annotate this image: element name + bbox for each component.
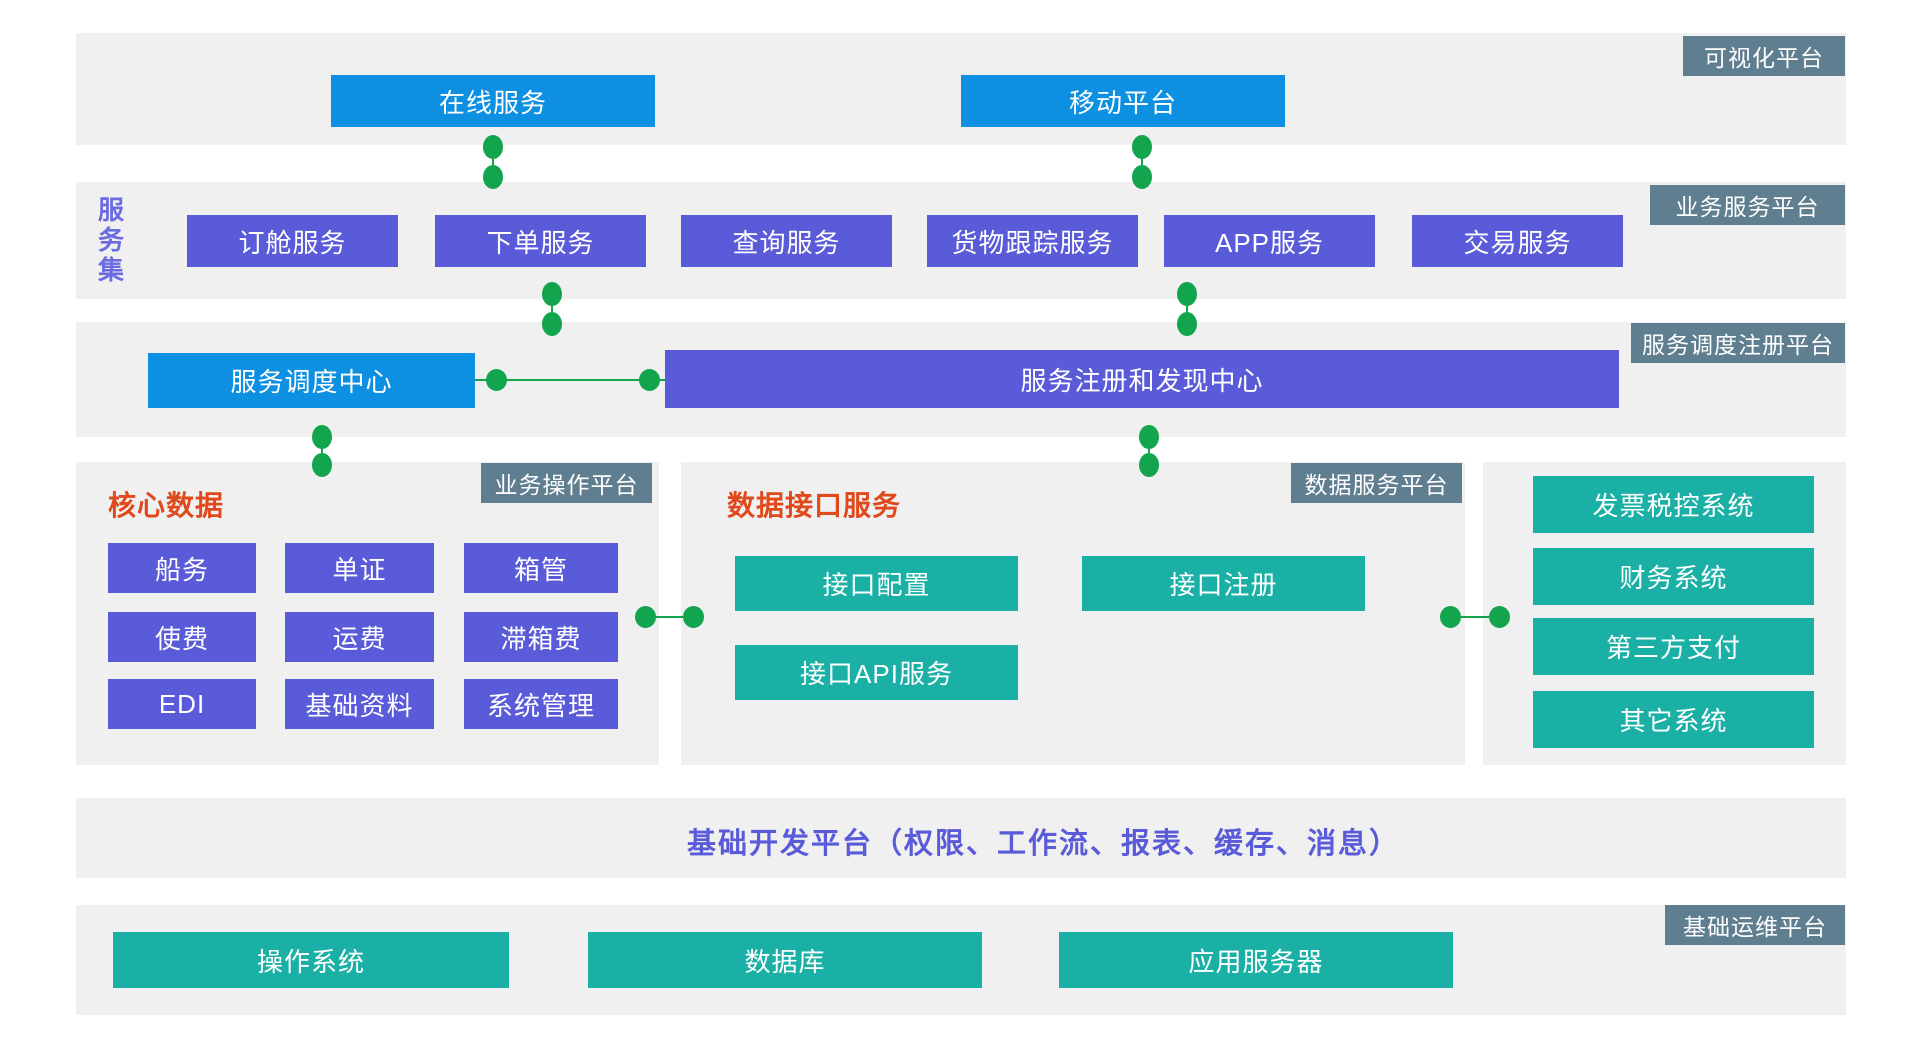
node-trade-service: 交易服务 xyxy=(1412,215,1623,267)
node-order-service: 下单服务 xyxy=(435,215,646,267)
node-container-mgmt: 箱管 xyxy=(464,543,618,593)
connector-dot xyxy=(1489,606,1510,628)
dev-platform-label: 基础开发平台（权限、工作流、报表、缓存、消息） xyxy=(687,828,1401,860)
connector-line xyxy=(1186,294,1188,324)
tag-label: 数据服务平台 xyxy=(1304,472,1449,498)
node-app-server: 应用服务器 xyxy=(1059,932,1453,988)
node-interface-api-service: 接口API服务 xyxy=(735,645,1018,700)
node-query-service: 查询服务 xyxy=(681,215,892,267)
connector-dot xyxy=(483,165,503,189)
band-visualization: 可视化平台 在线服务 移动平台 xyxy=(76,33,1846,145)
node-booking-service: 订舱服务 xyxy=(187,215,398,267)
connector-dot xyxy=(542,282,562,306)
connector-line xyxy=(492,147,494,177)
node-interface-config: 接口配置 xyxy=(735,556,1018,611)
connector-dot xyxy=(483,135,503,159)
node-port-charges: 使费 xyxy=(108,612,256,662)
tag-dispatch-registry-platform: 服务调度注册平台 xyxy=(1631,323,1845,363)
tag-label: 服务调度注册平台 xyxy=(1642,332,1834,358)
connector-line xyxy=(551,294,553,324)
connector-dot xyxy=(635,606,656,628)
band-business-services: 业务服务平台 服务集 订舱服务 下单服务 查询服务 货物跟踪服务 APP服务 交… xyxy=(76,182,1846,299)
data-interface-title: 数据接口服务 xyxy=(727,490,902,521)
band-dev-platform: 基础开发平台（权限、工作流、报表、缓存、消息） xyxy=(76,798,1846,878)
connector-dot xyxy=(639,369,660,391)
connector-dot xyxy=(1139,425,1159,449)
node-other-systems: 其它系统 xyxy=(1533,691,1814,748)
tag-business-service-platform: 业务服务平台 xyxy=(1650,185,1845,225)
panel-data-interface: 数据服务平台 数据接口服务 接口配置 接口注册 接口API服务 xyxy=(681,462,1465,765)
tag-label: 业务操作平台 xyxy=(494,472,639,498)
connector-dot xyxy=(1440,606,1461,628)
tag-label: 可视化平台 xyxy=(1704,45,1824,71)
connector-line xyxy=(1141,147,1143,177)
panel-external-systems: 发票税控系统 财务系统 第三方支付 其它系统 xyxy=(1483,462,1846,765)
connector-line xyxy=(1148,437,1150,465)
node-online-service: 在线服务 xyxy=(331,75,655,127)
service-set-label: 服务集 xyxy=(97,195,124,285)
tag-ops-platform: 基础运维平台 xyxy=(1665,905,1845,945)
core-data-title: 核心数据 xyxy=(108,490,225,521)
tag-label: 业务服务平台 xyxy=(1675,194,1820,220)
node-documents: 单证 xyxy=(285,543,434,593)
connector-line xyxy=(1450,616,1499,618)
connector-dot xyxy=(683,606,704,628)
node-finance-system: 财务系统 xyxy=(1533,548,1814,605)
node-service-registry-center: 服务注册和发现中心 xyxy=(665,350,1619,408)
connector-dot xyxy=(1132,135,1152,159)
node-demurrage: 滞箱费 xyxy=(464,612,618,662)
node-app-service: APP服务 xyxy=(1164,215,1375,267)
node-service-dispatch-center: 服务调度中心 xyxy=(148,353,475,408)
node-freight: 运费 xyxy=(285,612,434,662)
node-shipping: 船务 xyxy=(108,543,256,593)
connector-line xyxy=(645,616,693,618)
panel-core-data: 业务操作平台 核心数据 船务 单证 箱管 使费 运费 滞箱费 EDI 基础资料 … xyxy=(76,462,659,765)
node-mobile-platform: 移动平台 xyxy=(961,75,1285,127)
node-operating-system: 操作系统 xyxy=(113,932,509,988)
tag-label: 基础运维平台 xyxy=(1683,914,1827,940)
connector-dot xyxy=(1177,312,1197,336)
tag-business-operation-platform: 业务操作平台 xyxy=(481,463,652,503)
connector-dot xyxy=(1177,282,1197,306)
node-third-party-payment: 第三方支付 xyxy=(1533,618,1814,675)
connector-dot xyxy=(1132,165,1152,189)
connector-dot xyxy=(542,312,562,336)
node-edi: EDI xyxy=(108,679,256,729)
tag-data-service-platform: 数据服务平台 xyxy=(1291,463,1462,503)
connector-dot xyxy=(312,425,332,449)
connector-line xyxy=(321,437,323,465)
node-database: 数据库 xyxy=(588,932,982,988)
tag-visualization-platform: 可视化平台 xyxy=(1683,36,1845,76)
node-cargo-tracking-service: 货物跟踪服务 xyxy=(927,215,1138,267)
node-invoice-tax-system: 发票税控系统 xyxy=(1533,476,1814,533)
connector-line xyxy=(475,379,665,381)
connector-dot xyxy=(1139,453,1159,477)
node-system-mgmt: 系统管理 xyxy=(464,679,618,729)
connector-dot xyxy=(312,453,332,477)
node-interface-register: 接口注册 xyxy=(1082,556,1365,611)
connector-dot xyxy=(486,369,507,391)
node-base-data: 基础资料 xyxy=(285,679,434,729)
band-dispatch-registry: 服务调度注册平台 服务调度中心 服务注册和发现中心 xyxy=(76,322,1846,437)
band-ops-platform: 基础运维平台 操作系统 数据库 应用服务器 xyxy=(76,905,1846,1015)
